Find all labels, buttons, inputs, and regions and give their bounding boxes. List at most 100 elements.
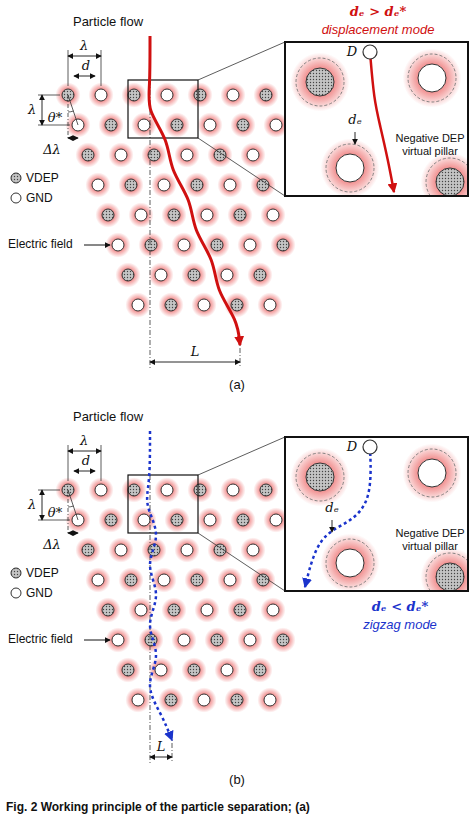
zoom-frame: [128, 475, 198, 533]
legend-entry: GND: [10, 191, 53, 205]
dep-field-glow: [171, 627, 196, 652]
guide-line: [198, 42, 285, 80]
gnd-electrode: [224, 179, 236, 191]
vdep-electrode: [260, 484, 272, 496]
dep-field-glow: [138, 627, 163, 652]
dep-field-glow: [217, 567, 242, 592]
dimension-line: [68, 138, 78, 139]
guide-line: [68, 95, 69, 140]
vdep-electrode: [436, 563, 464, 591]
dep-field-glow: [174, 537, 199, 562]
dep-field-glow: [220, 477, 245, 502]
gnd-electrode: [198, 299, 210, 311]
flow-label: Particle flow: [73, 410, 143, 425]
vdep-electrode: [260, 89, 272, 101]
gnd-electrode: [178, 634, 190, 646]
dep-field-glow: [260, 597, 285, 622]
vdep-electrode: [125, 574, 137, 586]
vdep-electrode: [237, 119, 249, 131]
dep-field-glow: [194, 597, 219, 622]
dep-field-glow: [184, 567, 209, 592]
vdep-electrode: [234, 209, 246, 221]
mode-name: zigzag mode: [363, 618, 437, 633]
gnd-electrode: [418, 459, 446, 487]
inset-frame: [285, 42, 468, 196]
dep-field-glow: [151, 172, 176, 197]
gnd-electrode: [92, 574, 104, 586]
dep-field-glow: [187, 82, 212, 107]
pitch-label: λ: [80, 434, 88, 449]
gnd-electrode: [112, 239, 124, 251]
particle-trajectory: [305, 447, 371, 587]
virtual-pillar-ring: [296, 453, 344, 501]
mode-condition: dₑ < dₑ*: [372, 600, 428, 615]
dep-field-glow: [321, 139, 380, 196]
gnd-electrode: [204, 119, 216, 131]
gnd-electrode: [244, 239, 256, 251]
virtual-pillar-ring: [408, 54, 456, 102]
gnd-electrode: [132, 694, 144, 706]
gnd-electrode: [158, 179, 170, 191]
legend-text: VDEP: [26, 171, 59, 185]
legend-entry: VDEP: [10, 566, 59, 580]
pitch-label: λ: [28, 103, 36, 118]
pillar-label: Negative DEP virtual pillar: [392, 527, 468, 552]
dep-field-glow: [108, 142, 133, 167]
field-label: Electric field: [8, 633, 73, 647]
gnd-electrode: [161, 484, 173, 496]
dimension-line: [42, 490, 43, 520]
vdep-electrode: [105, 514, 117, 526]
dep-field-glow: [257, 687, 282, 712]
pitch-label: λ: [28, 498, 36, 513]
guide-line: [68, 445, 69, 481]
dep-field-glow: [253, 477, 278, 502]
gnd-electrode: [161, 89, 173, 101]
gnd-electrode: [264, 299, 276, 311]
figure-caption: Fig. 2 Working principle of the particle…: [6, 800, 310, 814]
guide-line: [198, 533, 285, 591]
dep-field-glow: [187, 477, 212, 502]
legend-sample: [10, 192, 22, 204]
vdep-electrode: [237, 514, 249, 526]
guide-line: [68, 490, 69, 535]
vdep-electrode: [188, 664, 200, 676]
dep-field-glow: [321, 534, 380, 591]
dep-field-glow: [118, 567, 143, 592]
gnd-electrode: [264, 694, 276, 706]
dep-field-glow: [204, 627, 229, 652]
dep-field-glow: [227, 202, 252, 227]
dep-field-glow: [237, 232, 262, 257]
panel-label: (a): [229, 378, 245, 393]
virtual-pillar-ring: [326, 539, 374, 587]
leader-arrow: [84, 640, 110, 641]
dep-field-glow: [247, 262, 272, 287]
gnd-electrode: [270, 119, 282, 131]
dep-field-glow: [154, 82, 179, 107]
dep-field-glow: [154, 477, 179, 502]
vdep-electrode: [122, 269, 134, 281]
dep-field-glow: [194, 202, 219, 227]
pitch-label: λ: [80, 39, 88, 54]
dep-field-glow: [171, 232, 196, 257]
dimension-line: [74, 471, 95, 472]
shift-length-label: L: [191, 345, 200, 360]
dep-field-glow: [253, 82, 278, 107]
dep-field-glow: [181, 657, 206, 682]
gnd-electrode: [115, 149, 127, 161]
particle-trajectory: [149, 36, 240, 345]
dep-field-glow: [161, 597, 186, 622]
legend-text: GND: [26, 191, 53, 205]
legend-text: VDEP: [26, 566, 59, 580]
dep-field-glow: [250, 567, 275, 592]
vdep-electrode: [165, 299, 177, 311]
gnd-electrode: [112, 634, 124, 646]
dep-field-glow: [75, 142, 100, 167]
legend-entry: GND: [10, 586, 53, 600]
gnd-electrode: [201, 604, 213, 616]
gap-label: d: [82, 454, 90, 469]
legend-text: GND: [26, 586, 53, 600]
dep-field-glow: [207, 537, 232, 562]
dep-field-glow: [125, 687, 150, 712]
shift-length-label: L: [157, 740, 166, 755]
shift-label: Δλ: [43, 538, 61, 553]
